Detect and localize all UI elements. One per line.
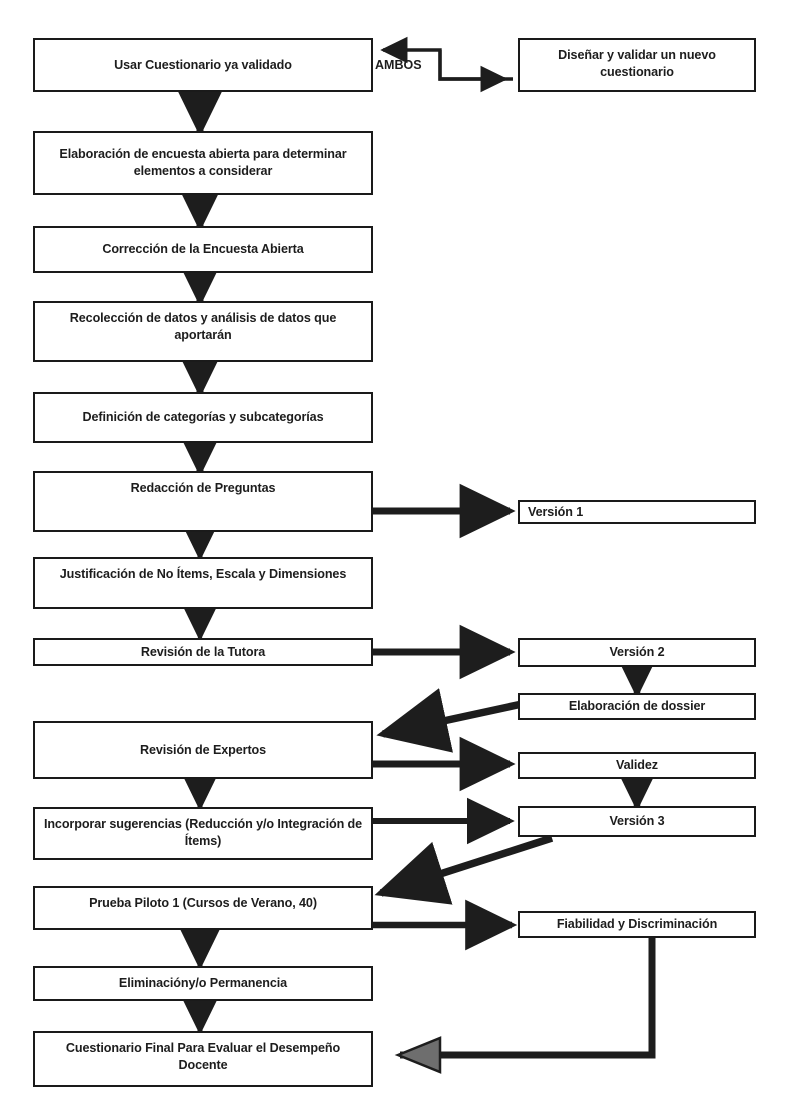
node-version-1[interactable]: Versión 1 xyxy=(518,500,756,524)
node-revision-expertos[interactable]: Revisión de Expertos xyxy=(33,721,373,779)
connector-dossier-to-expertos xyxy=(376,688,523,753)
node-label: Redacción de Preguntas xyxy=(130,481,276,495)
node-correccion-encuesta[interactable]: Corrección de la Encuesta Abierta xyxy=(33,226,373,273)
node-usar-cuestionario[interactable]: Usar Cuestionario ya validado xyxy=(33,38,373,92)
node-revision-tutora[interactable]: Revisión de la Tutora xyxy=(33,638,373,666)
node-label: Justificación de No Ítems, Escala y Dime… xyxy=(59,567,347,581)
node-label: Revisión de Expertos xyxy=(139,742,267,757)
connector-version3-to-piloto xyxy=(374,834,554,905)
node-version-2[interactable]: Versión 2 xyxy=(518,638,756,667)
node-label: Recolección de datos y análisis de datos… xyxy=(69,311,337,342)
node-fiabilidad-discriminacion[interactable]: Fiabilidad y Discriminación xyxy=(518,911,756,938)
node-label: Diseñar y validar un nuevo cuestionario xyxy=(558,48,716,79)
node-redaccion-preguntas[interactable]: Redacción de Preguntas xyxy=(33,471,373,532)
node-label: Fiabilidad y Discriminación xyxy=(556,917,718,931)
node-label: Versión 2 xyxy=(609,645,665,659)
node-definicion-categorias[interactable]: Definición de categorías y subcategorías xyxy=(33,392,373,443)
node-incorporar-sugerencias[interactable]: Incorporar sugerencias (Reducción y/o In… xyxy=(33,807,373,860)
node-label: Validez xyxy=(615,758,658,772)
node-elaboracion-encuesta[interactable]: Elaboración de encuesta abierta para det… xyxy=(33,131,373,195)
node-justificacion-items[interactable]: Justificación de No Ítems, Escala y Dime… xyxy=(33,557,373,609)
node-disenar-validar[interactable]: Diseñar y validar un nuevo cuestionario xyxy=(518,38,756,92)
node-label: Corrección de la Encuesta Abierta xyxy=(102,242,304,256)
node-label: Elaboración de dossier xyxy=(568,699,706,713)
node-label: Definición de categorías y subcategorías xyxy=(82,410,324,424)
node-elaboracion-dossier[interactable]: Elaboración de dossier xyxy=(518,693,756,720)
node-label: Elaboración de encuesta abierta para det… xyxy=(59,147,347,178)
node-recoleccion-datos[interactable]: Recolección de datos y análisis de datos… xyxy=(33,301,373,362)
connector-fiabilidad-to-final xyxy=(394,938,656,1074)
node-label: Versión 1 xyxy=(528,504,584,519)
node-version-3[interactable]: Versión 3 xyxy=(518,806,756,837)
node-label: Cuestionario Final Para Evaluar el Desem… xyxy=(65,1041,341,1072)
node-label: Incorporar sugerencias (Reducción y/o In… xyxy=(43,817,363,848)
node-label: Prueba Piloto 1 (Cursos de Verano, 40) xyxy=(89,896,317,910)
node-label: Usar Cuestionario ya validado xyxy=(114,57,292,72)
node-label: Revisión de la Tutora xyxy=(140,644,266,659)
edge-label-ambos: AMBOS xyxy=(375,58,422,72)
node-prueba-piloto[interactable]: Prueba Piloto 1 (Cursos de Verano, 40) xyxy=(33,886,373,930)
node-label: Eliminacióny/o Permanencia xyxy=(118,976,288,990)
node-eliminacion-permanencia[interactable]: Eliminacióny/o Permanencia xyxy=(33,966,373,1001)
node-label: Versión 3 xyxy=(609,814,665,828)
node-cuestionario-final[interactable]: Cuestionario Final Para Evaluar el Desem… xyxy=(33,1031,373,1087)
node-validez[interactable]: Validez xyxy=(518,752,756,779)
